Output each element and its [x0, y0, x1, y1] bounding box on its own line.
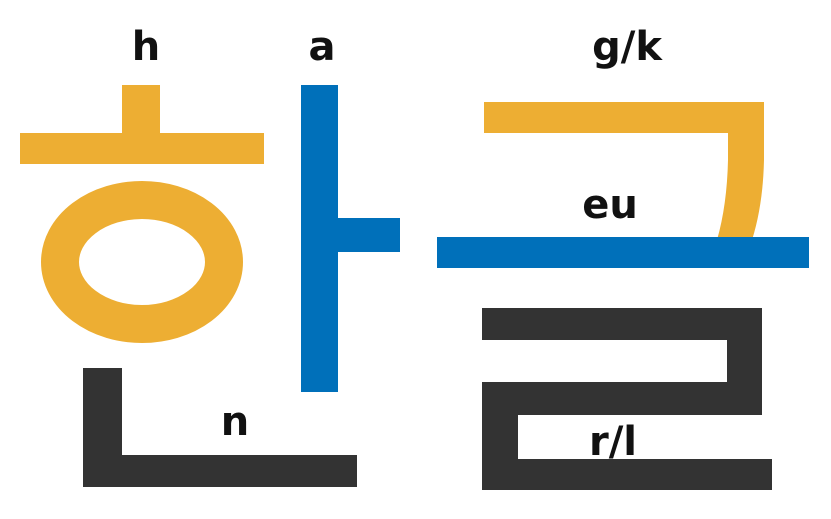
rieul-stroke-5	[482, 459, 772, 490]
hieut-circle	[41, 181, 243, 343]
a-horizontal-stroke	[336, 218, 400, 252]
jamo-a	[301, 85, 400, 392]
syllable-han	[20, 85, 400, 487]
label-h: h	[132, 24, 160, 70]
jamo-nieun	[83, 368, 357, 487]
label-g-k: g/k	[592, 24, 663, 70]
syllable-geul	[437, 102, 809, 490]
hieut-bar	[20, 133, 264, 164]
nieun-horizontal-stroke	[83, 455, 357, 487]
label-r-l: r/l	[589, 419, 637, 465]
hieut-top-stroke	[122, 85, 160, 135]
rieul-stroke-1	[482, 308, 762, 340]
jamo-giyeok	[484, 102, 764, 240]
a-vertical-stroke	[301, 85, 338, 392]
label-eu: eu	[582, 182, 638, 228]
jamo-hieut	[20, 85, 264, 343]
rieul-stroke-3	[482, 382, 762, 415]
jamo-eu	[437, 237, 809, 268]
jamo-rieul	[482, 308, 772, 490]
label-a: a	[309, 24, 336, 70]
label-n: n	[221, 399, 249, 445]
